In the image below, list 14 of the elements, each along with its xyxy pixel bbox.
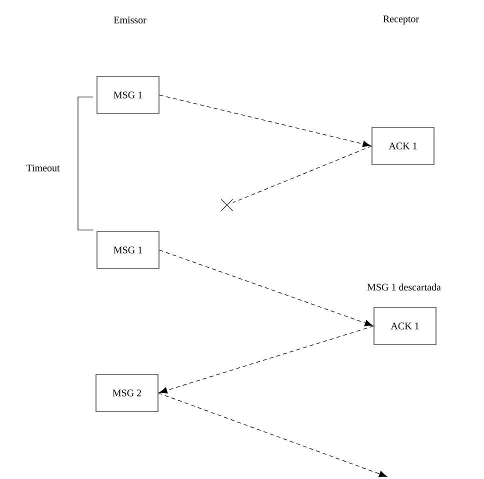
column-heading: Emissor <box>114 16 146 24</box>
arrow <box>158 392 388 478</box>
node-note: MSG 1 descartada <box>367 283 441 291</box>
message-box: MSG 1 <box>96 76 160 114</box>
column-heading: Receptor <box>383 16 419 24</box>
message-box: ACK 1 <box>374 307 436 345</box>
message-box: MSG 2 <box>96 374 158 412</box>
lost-mark <box>220 198 234 212</box>
arrow <box>159 250 373 326</box>
arrow <box>159 326 374 394</box>
message-box: MSG 1 <box>96 231 160 269</box>
message-box: ACK 1 <box>372 127 434 165</box>
arrow <box>159 94 371 148</box>
timeout-label: Timeout <box>26 164 60 172</box>
